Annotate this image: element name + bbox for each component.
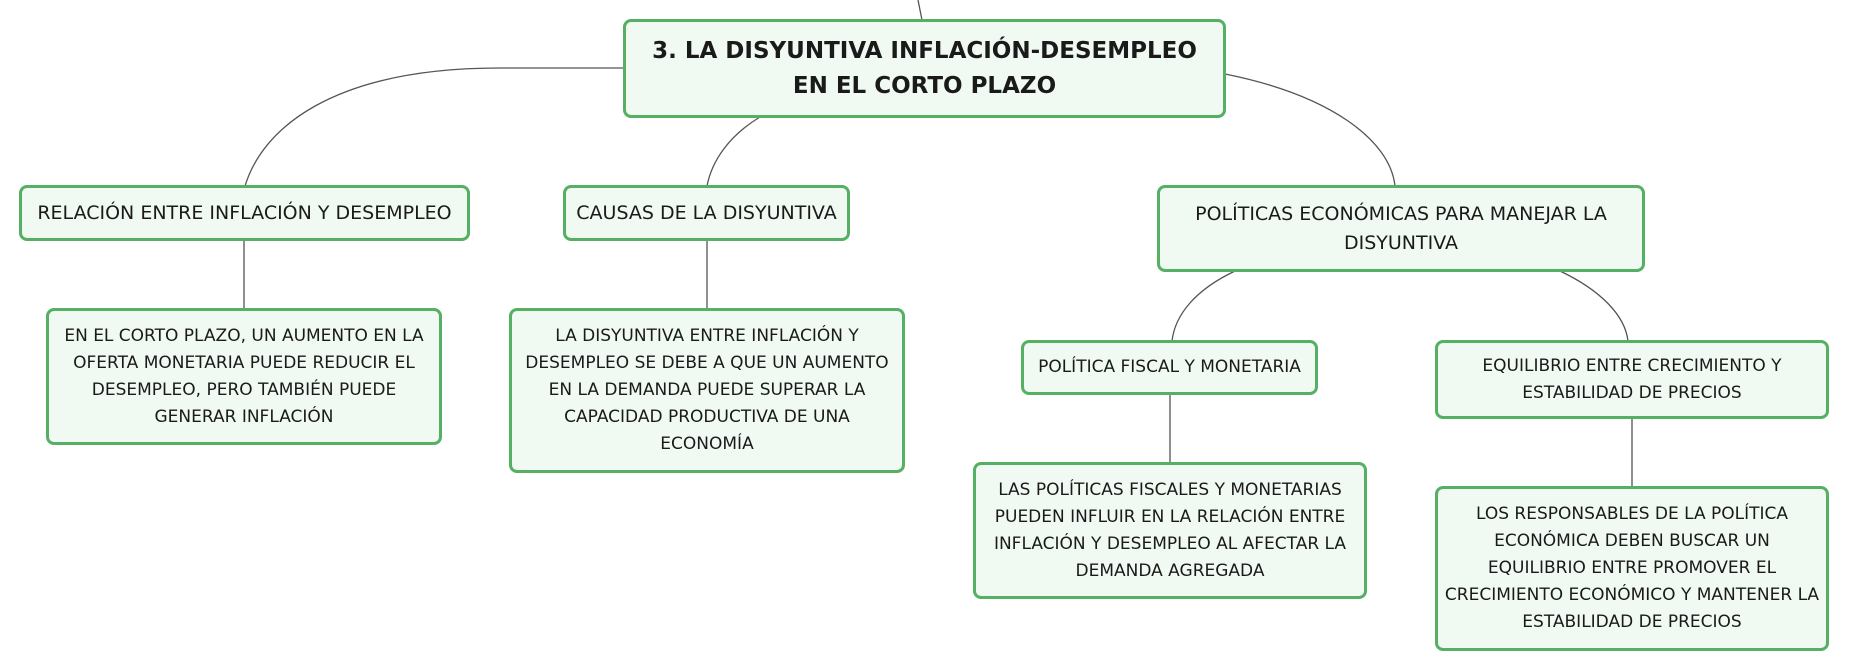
root-label: 3. LA DISYUNTIVA INFLACIÓN-DESEMPLEO EN … bbox=[652, 37, 1197, 99]
detail-node-relacion[interactable]: EN EL CORTO PLAZO, UN AUMENTO EN LA OFER… bbox=[46, 308, 442, 445]
detail-text-equilibrio: LOS RESPONSABLES DE LA POLÍTICA ECONÓMIC… bbox=[1444, 504, 1820, 632]
subtopic-node-equilibrio[interactable]: EQUILIBRIO ENTRE CRECIMIENTO Y ESTABILID… bbox=[1435, 340, 1829, 419]
subtopic-node-fiscal[interactable]: POLÍTICA FISCAL Y MONETARIA bbox=[1021, 340, 1318, 395]
topic-label-relacion: RELACIÓN ENTRE INFLACIÓN Y DESEMPLEO bbox=[37, 201, 452, 224]
topic-node-relacion[interactable]: RELACIÓN ENTRE INFLACIÓN Y DESEMPLEO bbox=[19, 185, 470, 241]
detail-node-equilibrio[interactable]: LOS RESPONSABLES DE LA POLÍTICA ECONÓMIC… bbox=[1435, 486, 1829, 651]
topic-node-politicas[interactable]: POLÍTICAS ECONÓMICAS PARA MANEJAR LA DIS… bbox=[1157, 185, 1645, 272]
subtopic-label-equilibrio: EQUILIBRIO ENTRE CRECIMIENTO Y ESTABILID… bbox=[1482, 355, 1782, 403]
connector-root-relacion bbox=[244, 67, 625, 187]
detail-text-causas: LA DISYUNTIVA ENTRE INFLACIÓN Y DESEMPLE… bbox=[525, 326, 889, 454]
root-node[interactable]: 3. LA DISYUNTIVA INFLACIÓN-DESEMPLEO EN … bbox=[623, 19, 1226, 118]
topic-node-causas[interactable]: CAUSAS DE LA DISYUNTIVA bbox=[563, 185, 850, 241]
topic-label-politicas: POLÍTICAS ECONÓMICAS PARA MANEJAR LA DIS… bbox=[1195, 202, 1607, 254]
connector-root-politicas bbox=[1224, 73, 1396, 187]
connector-root-causas bbox=[706, 116, 761, 187]
connector-politicas-equilibrio bbox=[1559, 270, 1629, 342]
detail-node-fiscal[interactable]: LAS POLÍTICAS FISCALES Y MONETARIAS PUED… bbox=[973, 462, 1367, 599]
connector-root-parent bbox=[917, 0, 923, 21]
detail-text-relacion: EN EL CORTO PLAZO, UN AUMENTO EN LA OFER… bbox=[64, 325, 424, 427]
detail-text-fiscal: LAS POLÍTICAS FISCALES Y MONETARIAS PUED… bbox=[993, 479, 1347, 581]
topic-label-causas: CAUSAS DE LA DISYUNTIVA bbox=[576, 201, 837, 224]
detail-node-causas[interactable]: LA DISYUNTIVA ENTRE INFLACIÓN Y DESEMPLE… bbox=[509, 308, 905, 473]
connector-politicas-fiscal bbox=[1171, 270, 1236, 342]
subtopic-label-fiscal: POLÍTICA FISCAL Y MONETARIA bbox=[1038, 357, 1301, 377]
